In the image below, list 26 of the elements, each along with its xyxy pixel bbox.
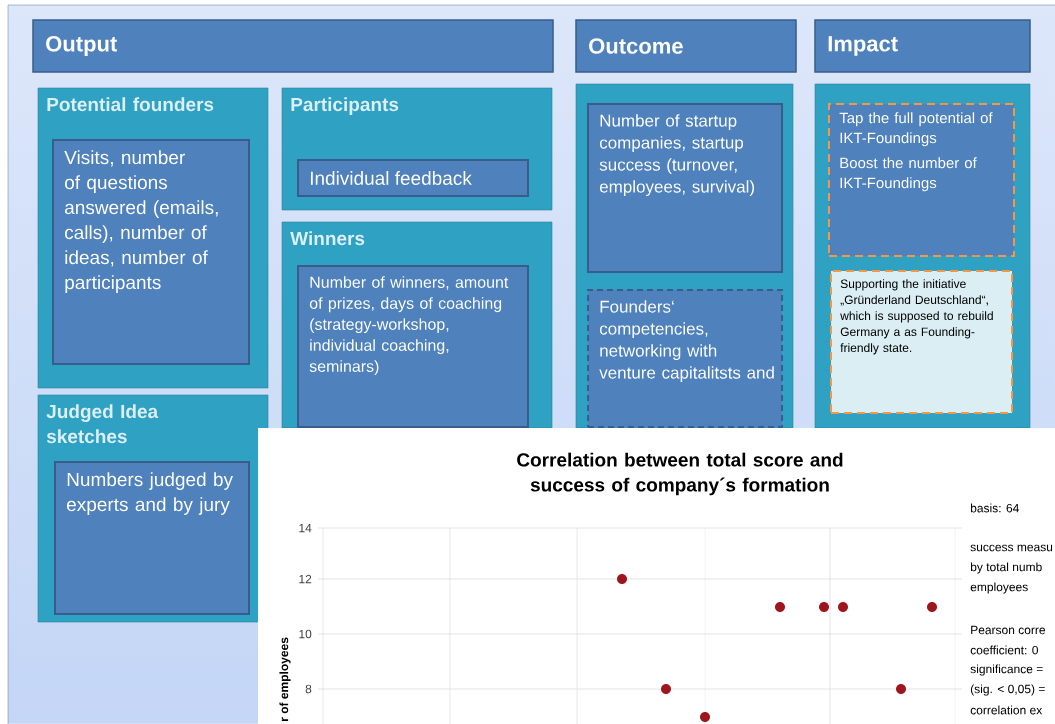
note-text: by total numb — [971, 562, 1042, 574]
text-box: Visits, number of questions answered (emails, calls), number of ideas, number of participants — [52, 139, 250, 365]
chart-title: Correlation between total score and success of company´s formation — [517, 452, 843, 496]
note-text: success measu — [970, 544, 1053, 552]
note-text: coefficient: 0 — [970, 645, 1038, 655]
note-text: Pearson corre — [971, 625, 1045, 635]
dashed-text-box: Tap the full potential of IKT-Foundings Boost the number of IKT-Foundings — [828, 103, 1015, 257]
dashed-text-box: Founders‘ competencies, networking with venture capitalitsts and — [587, 289, 783, 428]
note-text: basis: 64 — [971, 503, 1019, 513]
text-box: Number of winners, amount of prizes, days of coaching (strategy-workshop, individual coaching, seminars) — [297, 265, 529, 428]
note-text: correlation ex — [970, 705, 1043, 715]
header-bar: Output — [32, 19, 554, 73]
text-box: Number of startup companies, startup success (turnover, employees, survival) — [587, 103, 783, 273]
header-bar: Outcome — [575, 19, 797, 73]
tick-label: 14 — [299, 523, 312, 533]
dashed-text-box: Supporting the initiative „Gründerland Deutschland“, which is supposed to rebuild Germany a as Founding-friendly state. — [830, 270, 1013, 414]
tick-label: 10 — [299, 629, 312, 639]
axis-label: r of employees — [279, 637, 291, 722]
note-text: (sig. < 0,05) = — [970, 684, 1045, 696]
header-bar: Impact — [814, 19, 1031, 73]
note-text: employees — [970, 582, 1028, 594]
text-box: Numbers judged by experts and by jury — [54, 461, 250, 615]
note-text: significance = — [970, 664, 1043, 676]
tick-label: 12 — [299, 574, 312, 584]
tick-label: 8 — [305, 684, 312, 694]
text-box: Individual feedback — [297, 159, 529, 197]
